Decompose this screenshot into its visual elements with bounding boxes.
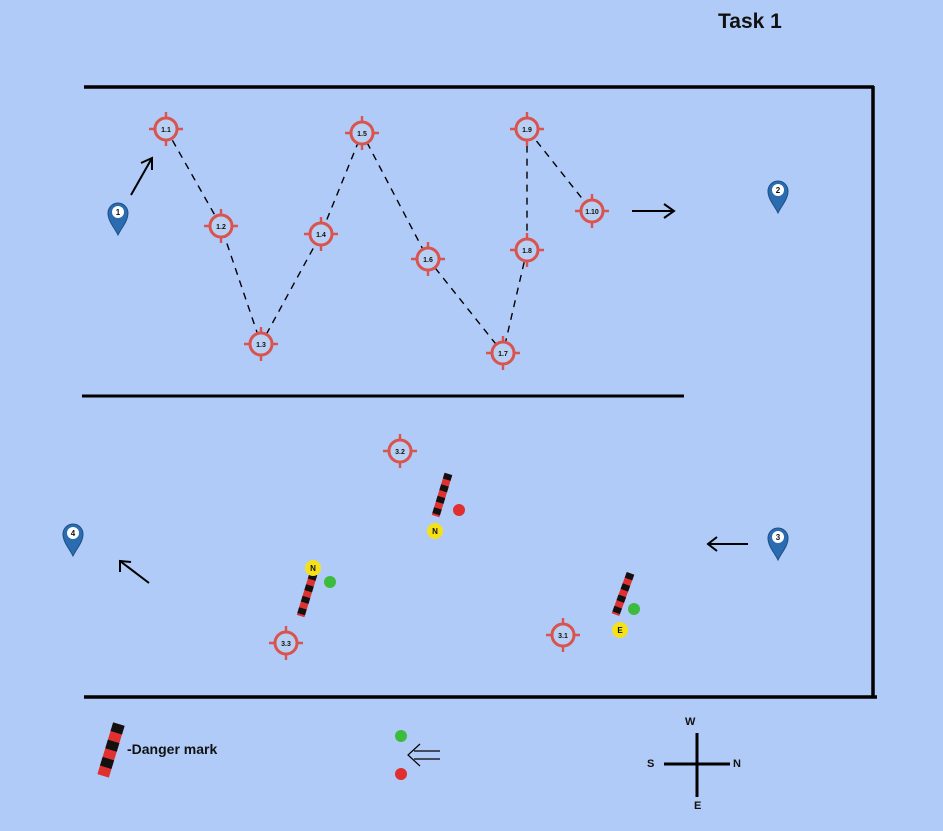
- waypoint-target: 3.3: [267, 624, 305, 662]
- waypoint-label: 1.2: [216, 224, 226, 231]
- waypoint-label: 3.3: [281, 641, 291, 648]
- arrow-left-icon: [706, 536, 748, 552]
- danger-mark-icon: [431, 472, 453, 518]
- waypoint-label: 1.1: [161, 127, 171, 134]
- waypoint-label: 1.7: [498, 351, 508, 358]
- waypoint-label: 1.4: [316, 232, 326, 239]
- arrow-right-icon: [632, 203, 676, 219]
- task-title: Task 1: [718, 10, 782, 33]
- arrow-up-left-icon: [119, 559, 150, 584]
- double-arrow-left-icon: [407, 743, 440, 767]
- danger-mark-group: E: [611, 571, 640, 638]
- badge-label: E: [617, 626, 623, 635]
- waypoint-target: 1.10: [573, 192, 611, 230]
- waypoint-label: 3.1: [558, 633, 568, 640]
- waypoint-label: 1.6: [423, 257, 433, 264]
- waypoint-label: 1.8: [522, 248, 532, 255]
- danger-marks: N N E: [296, 472, 640, 638]
- badge-label: N: [310, 564, 316, 573]
- waypoint-target: 1.3: [242, 325, 280, 363]
- compass-label-right: N: [733, 758, 741, 770]
- waypoint-label: 1.10: [585, 209, 599, 216]
- waypoint-target: 1.6: [409, 240, 447, 278]
- location-pin: 1: [107, 202, 129, 236]
- legend-passing-rule: [395, 730, 440, 780]
- pin-label: 1: [116, 208, 121, 217]
- waypoints: 1.1 1.2 1.3 1.4 1.5 1.6 1.7 1.8 1.9 1.10 3.1 3.2 3.3: [147, 110, 611, 662]
- danger-mark-group: N: [296, 560, 336, 618]
- location-pin: 3: [767, 527, 789, 561]
- badge-label: N: [432, 527, 438, 536]
- map-pins: 1 2 3 4: [62, 180, 789, 561]
- pin-label: 3: [776, 533, 781, 542]
- pin-label: 4: [71, 529, 76, 538]
- danger-mark-icon: [611, 571, 635, 617]
- buoy-icon: [453, 504, 465, 516]
- legend-danger-icon: [97, 722, 125, 778]
- waypoint-target: 1.7: [484, 334, 522, 372]
- waypoint-target: 1.1: [147, 110, 185, 148]
- red-buoy-icon: [395, 768, 407, 780]
- waypoint-target: 1.8: [508, 231, 546, 269]
- waypoint-label: 3.2: [395, 449, 405, 456]
- waypoint-target: 1.9: [508, 110, 546, 148]
- green-buoy-icon: [395, 730, 407, 742]
- legend-danger-label: -Danger mark: [127, 741, 218, 757]
- direction-arrows: [119, 156, 748, 584]
- location-pin: 2: [767, 180, 789, 214]
- buoy-icon: [628, 603, 640, 615]
- waypoint-target: 1.4: [302, 215, 340, 253]
- waypoint-target: 3.2: [381, 432, 419, 470]
- danger-mark-icon: [296, 572, 318, 618]
- waypoint-label: 1.3: [256, 342, 266, 349]
- compass-label-left: S: [647, 758, 655, 770]
- compass-label-bottom: E: [694, 800, 702, 812]
- course-borders: [82, 85, 877, 699]
- buoy-icon: [324, 576, 336, 588]
- route-path: [165, 126, 593, 355]
- waypoint-label: 1.9: [522, 127, 532, 134]
- direction-badge: N: [427, 523, 443, 539]
- waypoint-target: 3.1: [544, 616, 582, 654]
- waypoint-target: 1.5: [343, 114, 381, 152]
- waypoint-label: 1.5: [357, 131, 367, 138]
- waypoint-target: 1.2: [202, 207, 240, 245]
- location-pin: 4: [62, 523, 84, 557]
- direction-badge: N: [305, 560, 321, 576]
- direction-badge: E: [612, 622, 628, 638]
- compass-icon: [664, 733, 730, 797]
- arrow-up-right-icon: [130, 156, 153, 196]
- compass-label-top: W: [685, 716, 696, 728]
- pin-label: 2: [776, 186, 781, 195]
- danger-mark-group: N: [427, 472, 465, 539]
